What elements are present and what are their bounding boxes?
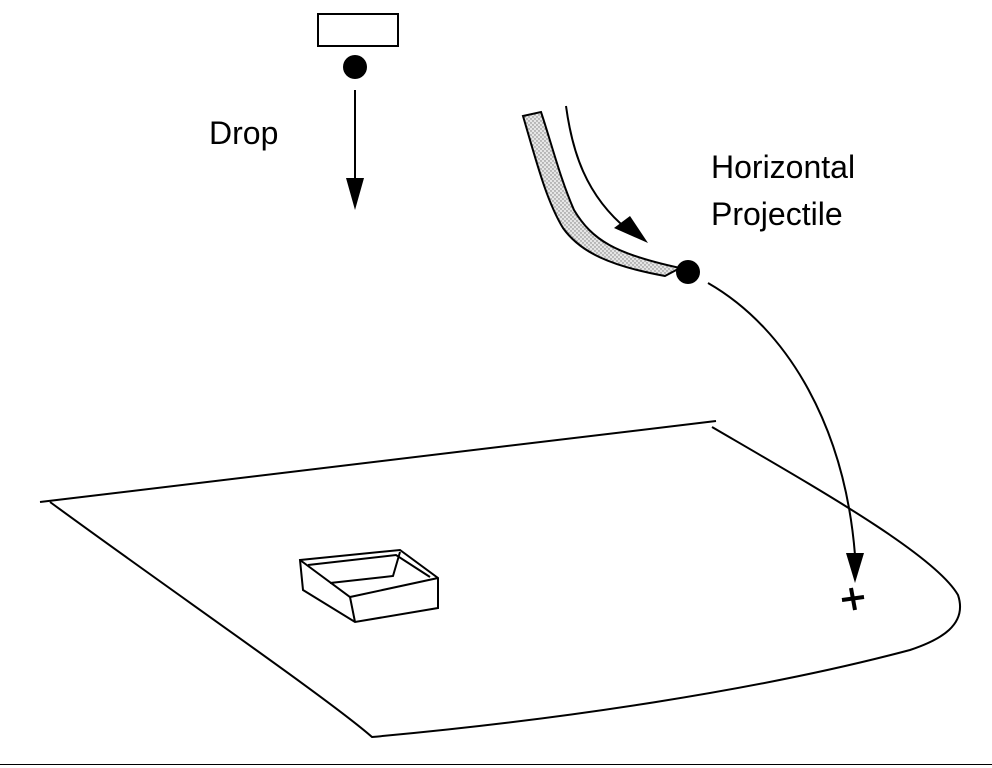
trajectory-arrow-head-icon: [846, 553, 864, 583]
table-back-edge: [39, 420, 717, 503]
projectile-ball-icon: [676, 260, 700, 284]
drop-label: Drop: [209, 115, 279, 151]
target-box: [298, 548, 439, 624]
ramp-motion-arrow-head-icon: [614, 216, 648, 243]
drop-arrow-head-icon: [346, 178, 364, 210]
drop-ball-icon: [343, 55, 367, 79]
table-outline: [49, 426, 961, 739]
projectile-label-line2: Projectile: [711, 196, 843, 232]
projectile-trajectory-line: [707, 282, 856, 556]
ramp-chute: [521, 110, 683, 278]
ramp-motion-arrow-line: [565, 105, 629, 231]
landing-plus-icon: [841, 587, 865, 611]
bottom-divider: [0, 764, 992, 765]
drop-platform: [317, 13, 399, 47]
projectile-label-line1: Horizontal: [711, 149, 856, 185]
